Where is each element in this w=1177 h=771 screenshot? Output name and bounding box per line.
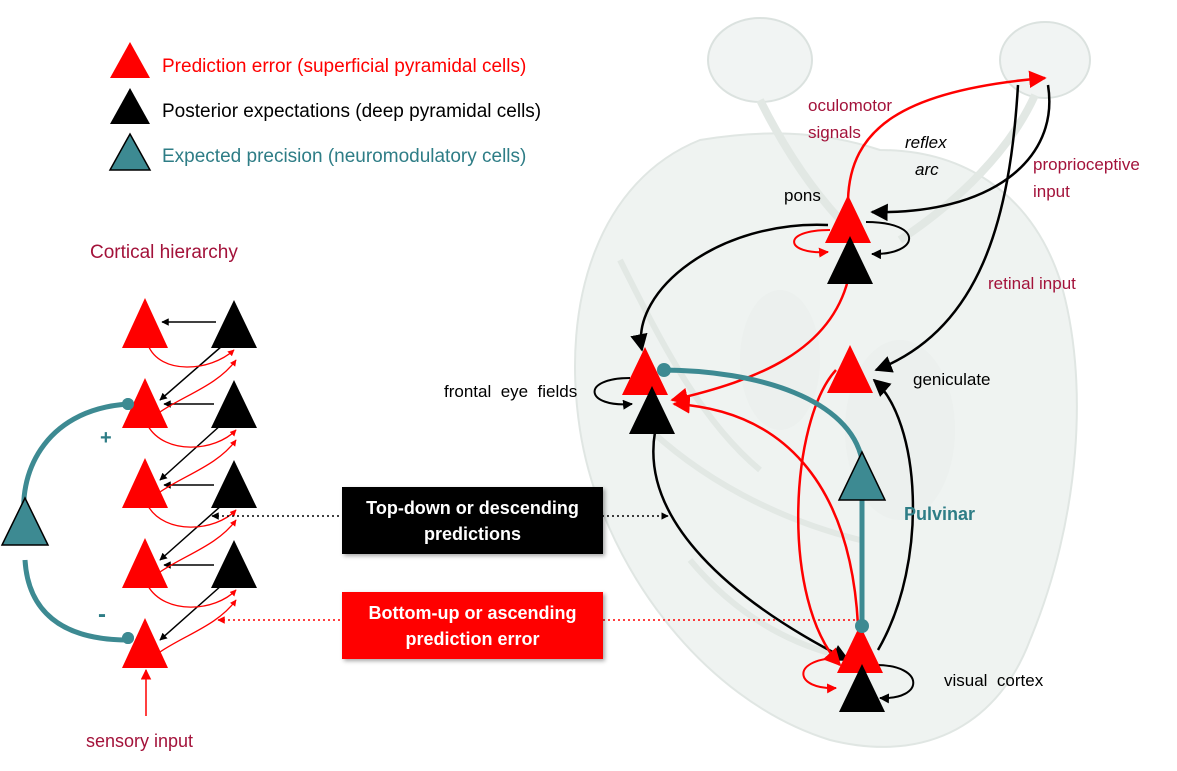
hierarchy-red-triangle-1 xyxy=(122,298,168,348)
legend-label-expected-precision: Expected precision (neuromodulatory cell… xyxy=(162,146,526,167)
top-down-box-line2: predictions xyxy=(424,521,521,547)
visual-cortex-label: visual cortex xyxy=(944,671,1044,690)
sensory-input-label: sensory input xyxy=(86,731,193,751)
proprioceptive-label-line1: proprioceptive xyxy=(1033,155,1140,174)
legend-red-triangle xyxy=(110,42,150,78)
pulvinar-label: Pulvinar xyxy=(904,504,975,524)
hierarchy-neurons xyxy=(2,298,257,668)
oculomotor-label-line1: oculomotor xyxy=(808,96,892,115)
proprioceptive-label-line2: input xyxy=(1033,182,1070,201)
hierarchy-black-triangle-2 xyxy=(211,380,257,428)
pons-label: pons xyxy=(784,186,821,205)
top-down-box-line1: Top-down or descending xyxy=(366,495,579,521)
plus-sign: + xyxy=(100,427,112,449)
legend-label-posterior-expectations: Posterior expectations (deep pyramidal c… xyxy=(162,101,541,122)
minus-sign: - xyxy=(98,601,106,628)
hierarchy-red-triangle-3 xyxy=(122,458,168,508)
legend-black-triangle xyxy=(110,88,150,124)
hierarchy-black-triangle-4 xyxy=(211,540,257,588)
hierarchy-black-triangle-3 xyxy=(211,460,257,508)
top-down-predictions-box: Top-down or descending predictions xyxy=(342,487,603,554)
reflex-arc-label-line2: arc xyxy=(915,160,939,179)
precision-teal-triangle xyxy=(2,498,48,545)
reflex-arc-label-line1: reflex xyxy=(905,133,947,152)
cortical-hierarchy-title: Cortical hierarchy xyxy=(90,242,238,263)
geniculate-label: geniculate xyxy=(913,370,991,389)
oculomotor-label-line2: signals xyxy=(808,123,861,142)
hierarchy-black-triangle-1 xyxy=(211,300,257,348)
retinal-input-label: retinal input xyxy=(988,274,1076,293)
frontal-eye-fields-label: frontal eye fields xyxy=(444,382,577,401)
bottom-up-box-line2: prediction error xyxy=(405,626,539,652)
bottom-up-box-line1: Bottom-up or ascending xyxy=(369,600,577,626)
legend: Prediction error (superficial pyramidal … xyxy=(110,42,541,170)
legend-label-prediction-error: Prediction error (superficial pyramidal … xyxy=(162,56,526,77)
legend-teal-triangle xyxy=(110,134,150,170)
bottom-up-prediction-error-box: Bottom-up or ascending prediction error xyxy=(342,592,603,659)
hierarchy-red-triangle-4 xyxy=(122,538,168,588)
